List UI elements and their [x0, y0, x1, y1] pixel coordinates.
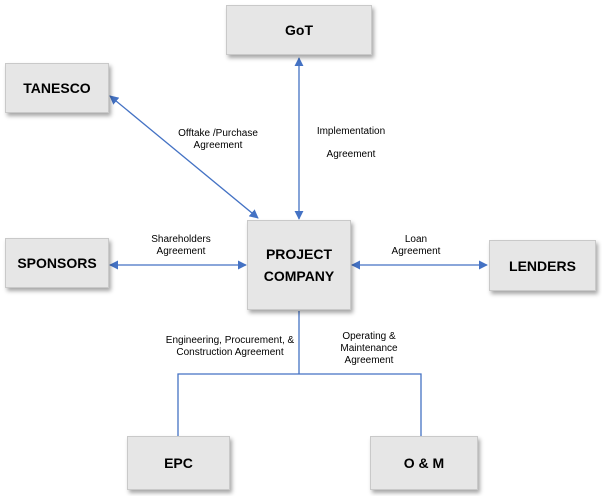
shareholders-line-2: Agreement	[156, 246, 206, 257]
implementation-line-1: Implementation	[316, 126, 386, 137]
project-company-box: PROJECT COMPANY	[247, 220, 351, 310]
shareholders-line-1: Shareholders	[151, 234, 211, 245]
lenders-box: LENDERS	[489, 240, 596, 291]
epc-box: EPC	[127, 436, 230, 490]
got-label: GoT	[285, 22, 313, 38]
implementation-line-2: Agreement	[326, 149, 376, 160]
loan-line-2: Agreement	[391, 246, 441, 257]
om-agreement-line-3: Agreement	[344, 355, 394, 366]
epc-label: EPC	[164, 455, 193, 471]
got-box: GoT	[226, 5, 372, 55]
tanesco-project-connector	[109, 95, 259, 219]
offtake-line-1: Offtake /Purchase	[178, 128, 258, 139]
om-agreement-line-2: Maintenance	[340, 343, 398, 354]
company-label: COMPANY	[263, 268, 335, 284]
loan-line-1: Loan	[404, 234, 428, 245]
epc-agreement-label: Engineering, Procurement, & Construction…	[155, 335, 305, 359]
om-agreement-line-1: Operating &	[342, 331, 396, 342]
sponsors-label: SPONSORS	[17, 255, 97, 271]
om-box: O & M	[370, 436, 478, 490]
tanesco-label: TANESCO	[23, 80, 91, 96]
loan-agreement-label: Loan Agreement	[380, 234, 452, 258]
sponsors-box: SPONSORS	[5, 238, 109, 288]
shareholders-agreement-label: Shareholders Agreement	[138, 234, 224, 258]
lenders-label: LENDERS	[509, 257, 576, 274]
implementation-agreement-label: Implementation Agreement	[310, 126, 392, 161]
tanesco-box: TANESCO	[5, 63, 109, 113]
offtake-agreement-label: Offtake /Purchase Agreement	[166, 128, 270, 152]
contractors-branch-connector	[177, 373, 422, 436]
epc-agreement-line-1: Engineering, Procurement, &	[165, 335, 295, 346]
om-agreement-label: Operating & Maintenance Agreement	[328, 331, 410, 367]
project-label: PROJECT	[265, 246, 333, 262]
offtake-line-2: Agreement	[193, 140, 243, 151]
epc-agreement-line-2: Construction Agreement	[176, 347, 284, 358]
om-label: O & M	[403, 455, 445, 471]
